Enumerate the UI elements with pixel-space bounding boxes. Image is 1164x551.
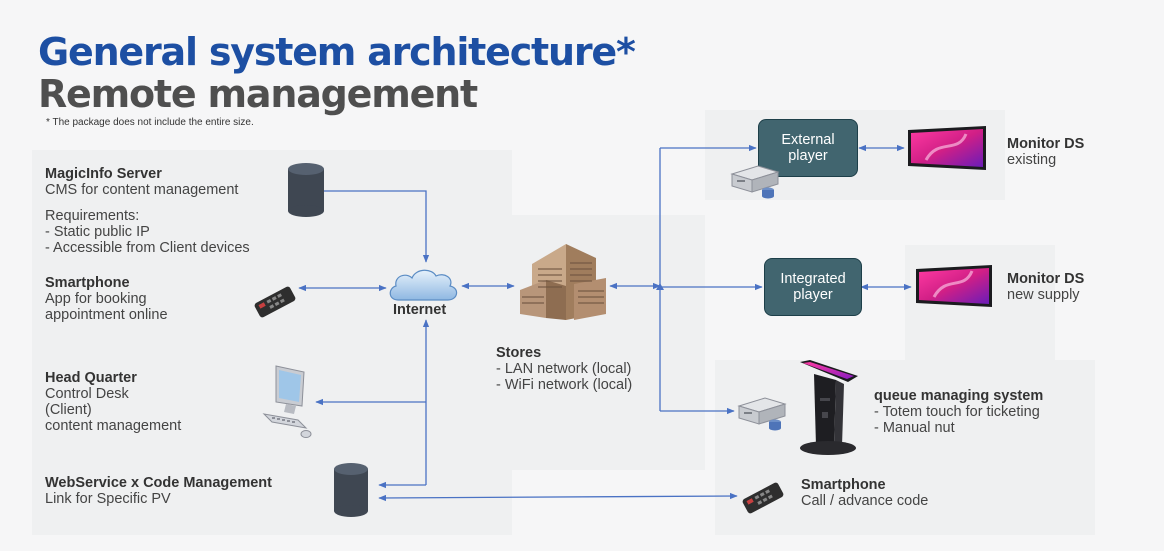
- headquarter-line2: (Client): [45, 402, 92, 418]
- stores-line2: - WiFi network (local): [496, 377, 633, 393]
- node-headquarter: Head Quarter Control Desk (Client) conte…: [45, 370, 181, 434]
- stores-name: Stores: [496, 345, 542, 361]
- monitor-icon: [908, 126, 986, 170]
- remote-phone-icon: [742, 482, 784, 514]
- magicinfo-req-title: Requirements:: [45, 208, 140, 224]
- kiosk-totem-icon: [800, 360, 858, 455]
- integrated-player-line1: Integrated: [780, 271, 846, 287]
- node-smartphone-booking: Smartphone App for booking appointment o…: [45, 275, 168, 323]
- external-player-line1: External: [781, 132, 835, 148]
- node-smartphone-call: Smartphone Call / advance code: [801, 477, 928, 509]
- node-monitor-new: Monitor DS new supply: [1007, 271, 1084, 303]
- smartphone-call-name: Smartphone: [801, 477, 886, 493]
- database-icon: [288, 163, 324, 217]
- panel-right-bottom: [715, 360, 1095, 535]
- smartphone-booking-line2: appointment online: [45, 307, 168, 323]
- magicinfo-desc: CMS for content management: [45, 182, 239, 198]
- database-icon: [334, 463, 368, 517]
- external-player-box: External player: [758, 119, 858, 177]
- edge-webservice-smartphone: [378, 492, 738, 502]
- smartphone-booking-line1: App for booking: [45, 291, 147, 307]
- node-monitor-existing: Monitor DS existing: [1007, 136, 1084, 168]
- node-magicinfo: MagicInfo Server CMS for content managem…: [45, 166, 250, 256]
- page-title: General system architecture*: [38, 30, 636, 74]
- smartphone-booking-name: Smartphone: [45, 275, 130, 291]
- panel-left: [32, 150, 512, 535]
- smartphone-call-line1: Call / advance code: [801, 493, 929, 509]
- cloud-icon: [389, 269, 458, 301]
- building-icon: [520, 244, 606, 320]
- magicinfo-req1: - Static public IP: [45, 224, 150, 240]
- queue-name: queue managing system: [874, 388, 1044, 404]
- edge-magicinfo-internet: [324, 190, 430, 263]
- footnote: * The package does not include the entir…: [46, 117, 254, 128]
- monitor-existing-name: Monitor DS: [1007, 136, 1085, 152]
- stores-line1: - LAN network (local): [496, 361, 632, 377]
- headquarter-line3: content management: [45, 418, 182, 434]
- queue-line1: - Totem touch for ticketing: [874, 404, 1040, 420]
- external-player-line2: player: [788, 148, 828, 164]
- internet-label: Internet: [393, 302, 447, 318]
- page-subtitle: Remote management: [38, 72, 478, 116]
- desktop-computer-icon: [262, 365, 312, 438]
- node-stores: Stores - LAN network (local) - WiFi netw…: [496, 345, 632, 393]
- magicinfo-req2: - Accessible from Client devices: [45, 240, 250, 256]
- webservice-line1: Link for Specific PV: [45, 491, 171, 507]
- monitor-existing-line1: existing: [1007, 152, 1057, 168]
- node-webservice: WebService x Code Management Link for Sp…: [45, 475, 272, 507]
- server-icon: [730, 165, 780, 199]
- monitor-icon: [916, 265, 992, 307]
- headquarter-line1: Control Desk: [45, 386, 129, 402]
- headquarter-name: Head Quarter: [45, 370, 137, 386]
- webservice-name: WebService x Code Management: [45, 475, 272, 491]
- magicinfo-name: MagicInfo Server: [45, 166, 162, 182]
- node-queue: queue managing system - Totem touch for …: [874, 388, 1043, 436]
- remote-phone-icon: [254, 286, 296, 318]
- monitor-new-line1: new supply: [1007, 287, 1080, 303]
- integrated-player-box: Integrated player: [764, 258, 862, 316]
- monitor-new-name: Monitor DS: [1007, 271, 1085, 287]
- server-icon: [737, 397, 787, 431]
- queue-line2: - Manual nut: [874, 420, 955, 436]
- integrated-player-line2: player: [793, 287, 833, 303]
